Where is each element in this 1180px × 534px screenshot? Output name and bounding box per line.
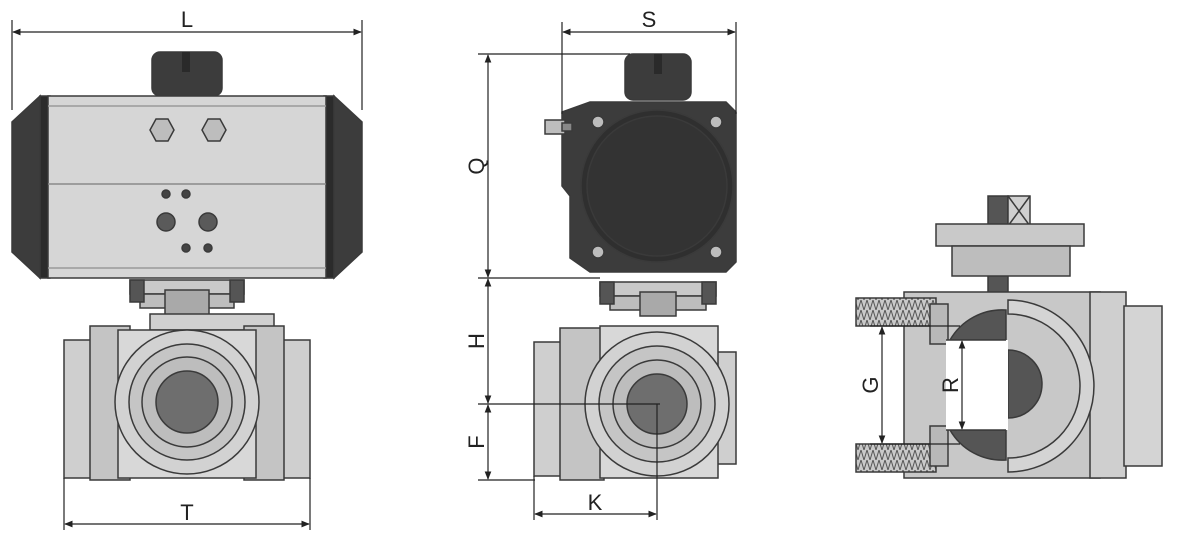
- side-view: [533, 53, 737, 481]
- hex-bolt: [149, 118, 175, 142]
- front-port-bore: [155, 370, 219, 434]
- bottom-threaded-end: [855, 443, 937, 473]
- mounting-pad: [935, 223, 1085, 247]
- actuator-left-endcap: [11, 94, 41, 280]
- ball-flow-half: [1007, 349, 1043, 419]
- label-G: G: [858, 376, 883, 393]
- label-K: K: [588, 490, 603, 515]
- ball-upper-segment: [948, 309, 1007, 341]
- label-H: H: [464, 333, 489, 349]
- label-L: L: [181, 7, 193, 32]
- label-Q: Q: [464, 157, 489, 174]
- ball-right-ring: [1007, 299, 1095, 473]
- front-view: [11, 51, 363, 481]
- dimension-lines: [11, 20, 966, 530]
- label-F: F: [464, 435, 489, 448]
- section-view: [855, 195, 1163, 479]
- top-threaded-end: [855, 297, 937, 327]
- label-T: T: [180, 500, 193, 525]
- actuator-right-endcap: [333, 94, 363, 280]
- hex-bolt: [201, 118, 227, 142]
- label-R: R: [938, 377, 963, 393]
- dimension-labels: L T S K Q H F G R: [180, 7, 963, 525]
- ball-lower-segment: [948, 429, 1007, 461]
- label-S: S: [642, 7, 657, 32]
